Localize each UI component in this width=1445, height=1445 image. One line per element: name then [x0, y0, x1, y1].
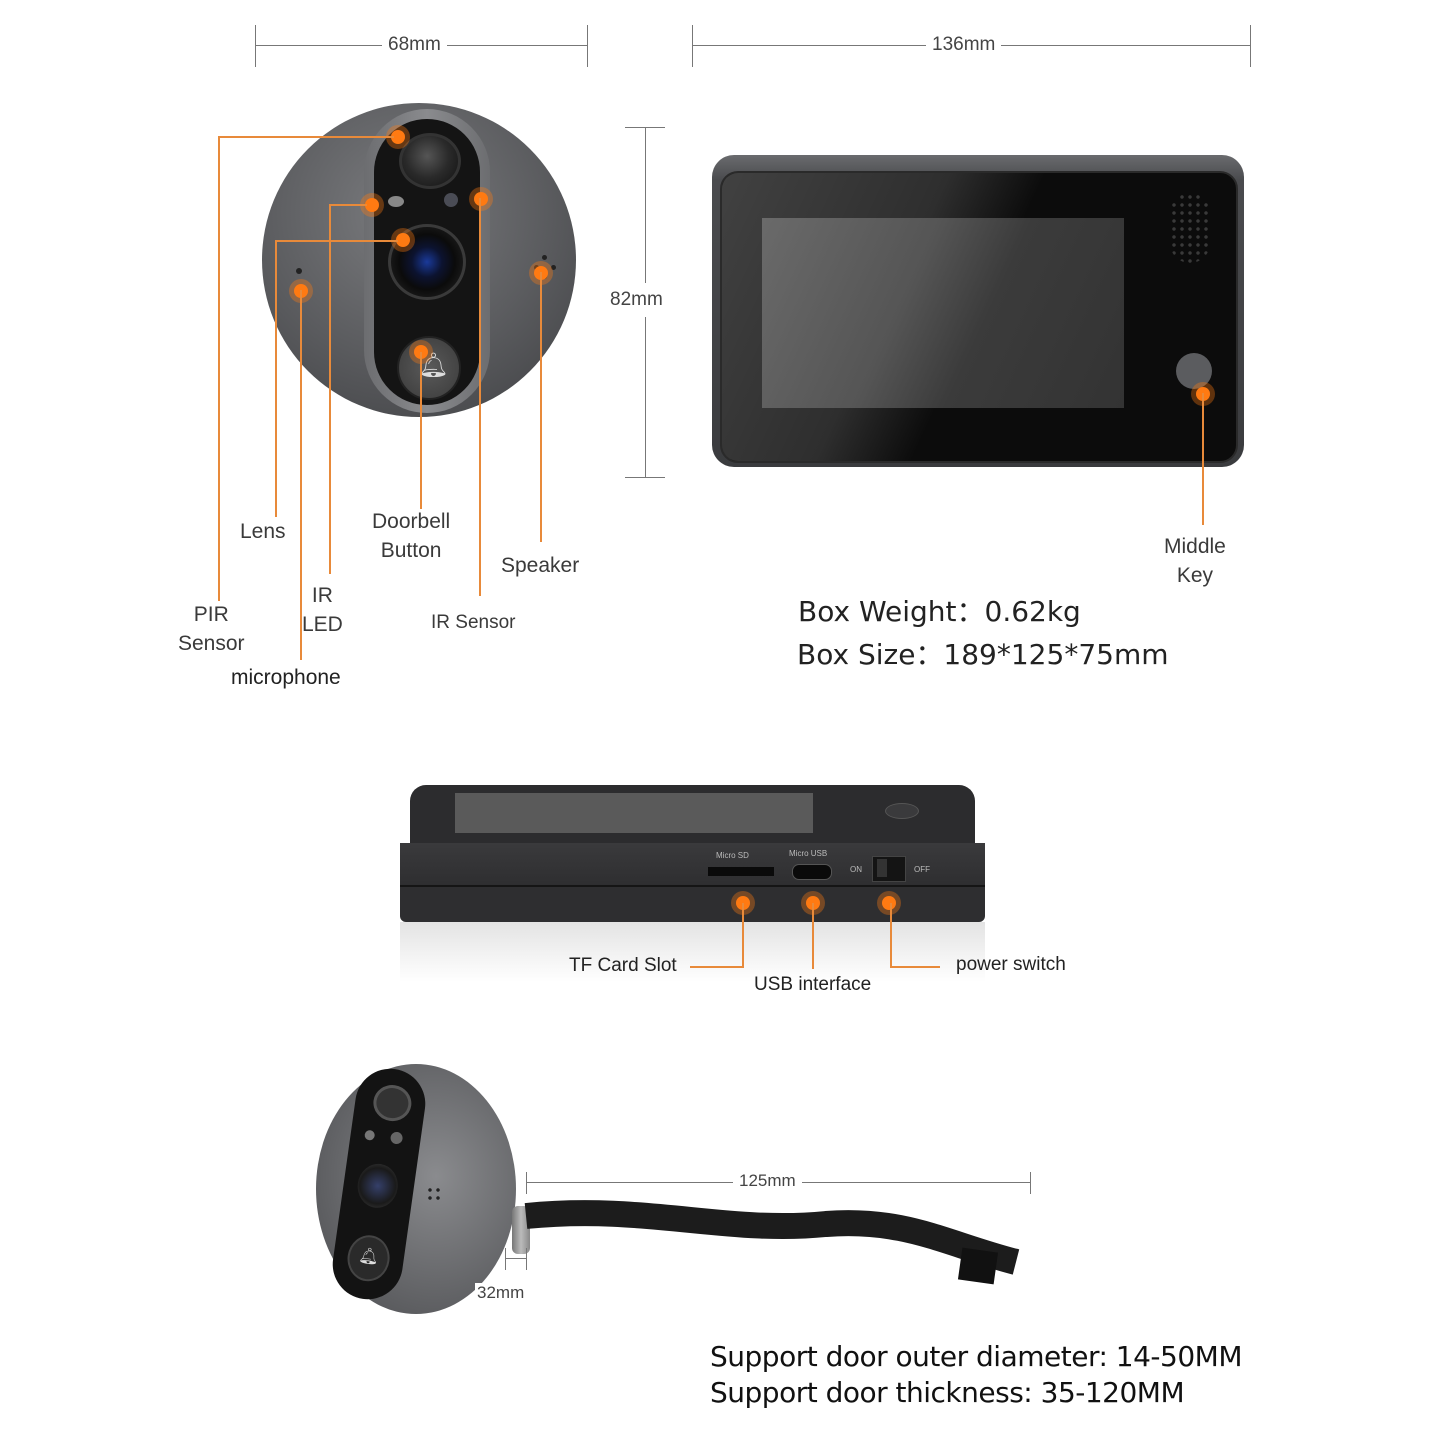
micro-sd-marking: Micro SD — [716, 851, 749, 860]
bell-icon: 🔔︎ — [344, 1232, 393, 1284]
power-switch[interactable] — [872, 856, 906, 882]
microphone-hole — [296, 268, 302, 274]
monitor-bezel — [720, 171, 1238, 463]
side-screen — [455, 793, 813, 833]
dimension-label: 32mm — [475, 1283, 527, 1303]
on-marking: ON — [850, 865, 862, 874]
label-middle-key: Middle Key — [1164, 532, 1226, 590]
monitor-front-view — [712, 155, 1244, 467]
label-line: LED — [302, 613, 343, 636]
monitor-side-view: Micro SD Micro USB ON OFF — [400, 785, 985, 922]
label-pir-sensor: PIR Sensor — [178, 600, 245, 658]
box-size-spec: Box Size：189*125*75mm — [797, 638, 1169, 671]
dimension-label: 82mm — [606, 283, 667, 317]
off-marking: OFF — [914, 865, 930, 874]
label-line: Sensor — [178, 632, 245, 655]
support-door-thickness: Support door thickness: 35-120MM — [710, 1376, 1185, 1409]
side-reflection — [400, 922, 985, 982]
label-line: IR — [311, 584, 333, 607]
ribbon-cable — [524, 1200, 1020, 1275]
label-lens: Lens — [240, 520, 286, 543]
label-doorbell-button: Doorbell Button — [372, 507, 450, 565]
ir-sensor-icon — [444, 193, 458, 207]
label-usb-interface: USB interface — [754, 974, 872, 995]
cable-connector — [957, 1247, 999, 1285]
camera-side-view: 🔔︎ — [316, 1064, 530, 1314]
camera-front-view: 🔔︎ — [262, 103, 576, 417]
label-microphone: microphone — [231, 666, 341, 689]
side-bottom-edge — [400, 885, 985, 922]
label-line: Button — [380, 539, 442, 562]
side-top-surface — [410, 785, 975, 845]
usb-port[interactable] — [792, 864, 832, 880]
middle-key-button[interactable] — [1176, 353, 1212, 389]
speaker-holes — [426, 1186, 442, 1202]
label-tf-card-slot: TF Card Slot — [569, 955, 677, 976]
label-ir-sensor: IR Sensor — [431, 612, 516, 633]
camera-black-panel: 🔔︎ — [374, 119, 480, 405]
dimension-label: 125mm — [733, 1171, 802, 1191]
box-weight-spec: Box Weight：0.62kg — [798, 595, 1081, 628]
label-power-switch: power switch — [956, 954, 1066, 975]
barrel — [512, 1206, 530, 1254]
micro-usb-marking: Micro USB — [789, 849, 828, 858]
side-middle-key — [885, 803, 919, 819]
speaker-grille-icon — [1170, 193, 1210, 263]
dimension-label: 68mm — [382, 34, 447, 56]
tf-card-slot[interactable] — [708, 867, 774, 876]
label-speaker: Speaker — [501, 554, 580, 577]
label-line: PIR — [193, 603, 229, 626]
support-outer-diameter: Support door outer diameter: 14-50MM — [710, 1340, 1242, 1373]
ir-led-icon — [388, 196, 404, 207]
doorbell-button[interactable]: 🔔︎ — [397, 336, 461, 400]
dimension-label: 136mm — [926, 34, 1002, 56]
label-line: Middle — [1164, 535, 1226, 558]
monitor-screen — [762, 218, 1124, 408]
pir-sensor-icon — [399, 133, 461, 189]
label-ir-led: IR LED — [302, 581, 343, 639]
label-line: Key — [1176, 564, 1214, 587]
label-line: Doorbell — [372, 510, 451, 533]
